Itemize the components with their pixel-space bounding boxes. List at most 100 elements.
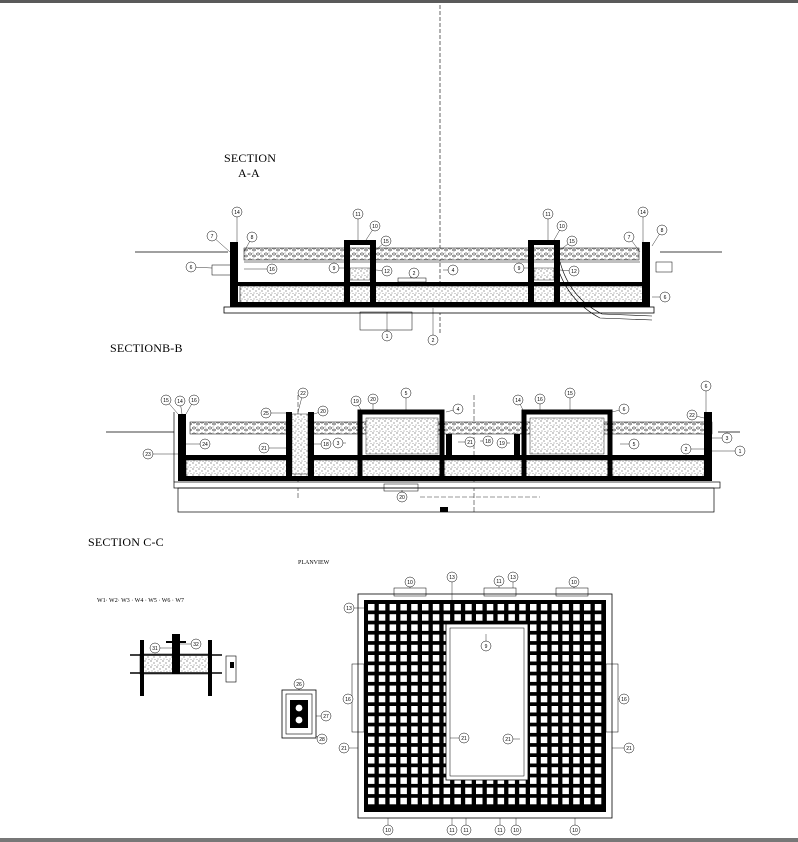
plan-grid-cell bbox=[411, 736, 418, 744]
plan-grid-cell bbox=[422, 624, 429, 631]
plan-grid-cell bbox=[573, 604, 580, 611]
plan-grid-cell bbox=[389, 604, 397, 611]
plan-grid-cell bbox=[497, 797, 505, 805]
plan-grid-cell bbox=[411, 685, 418, 693]
plan-grid-cell bbox=[476, 604, 483, 611]
plan-grid-cell bbox=[368, 726, 375, 733]
chamber-wall-2a bbox=[528, 240, 534, 304]
plan-grid-cell bbox=[368, 604, 375, 611]
plan-grid-cell bbox=[594, 797, 602, 805]
plan-grid-cell bbox=[422, 777, 429, 784]
plan-grid-cell bbox=[530, 746, 537, 754]
plan-grid-cell bbox=[530, 634, 537, 642]
plan-grid-cell bbox=[594, 604, 602, 611]
callout-bb-15: 21 bbox=[458, 436, 476, 448]
plan-grid-cell bbox=[411, 777, 418, 784]
plan-grid-cell bbox=[422, 685, 429, 693]
plan-grid-cell bbox=[551, 655, 559, 662]
plan-grid-cell bbox=[530, 757, 537, 764]
svg-text:14: 14 bbox=[515, 398, 521, 404]
plan-grid-cell bbox=[584, 726, 591, 733]
plan-grid-cell bbox=[422, 787, 429, 795]
callout-plan-5: 13 bbox=[343, 602, 364, 614]
plan-grid-cell bbox=[530, 777, 537, 784]
svg-text:1: 1 bbox=[739, 449, 742, 455]
plan-view-title: PLANVIEW bbox=[298, 560, 330, 566]
callout-aa-22: 2 bbox=[408, 267, 420, 279]
plan-grid-cell bbox=[389, 685, 397, 693]
callout-plan-0: 10 bbox=[404, 576, 416, 588]
callout-cc-2: 26 bbox=[293, 678, 305, 690]
svg-text:11: 11 bbox=[449, 828, 454, 834]
plan-grid-cell bbox=[594, 706, 602, 713]
plan-grid-cell bbox=[411, 797, 418, 805]
plan-grid-cell bbox=[400, 604, 407, 611]
callout-bb-12: 5 bbox=[400, 387, 412, 412]
plan-grid-cell bbox=[540, 767, 548, 774]
plan-grid-cell bbox=[411, 726, 418, 733]
svg-text:28: 28 bbox=[319, 737, 325, 743]
base-slab bbox=[230, 302, 650, 307]
plan-grid-cell bbox=[422, 634, 429, 642]
plan-grid-cell bbox=[368, 685, 375, 693]
plan-grid-cell bbox=[584, 604, 591, 611]
plan-grid-cell bbox=[562, 716, 569, 723]
callout-bb-9: 18 bbox=[314, 438, 332, 450]
svg-text:16: 16 bbox=[191, 398, 197, 404]
plan-grid-cell bbox=[519, 614, 526, 621]
callout-plan-14: 11 bbox=[446, 818, 458, 836]
valve-box-drawing bbox=[281, 689, 317, 739]
plan-grid-cell bbox=[411, 614, 418, 621]
section-aa-title-line1: SECTION bbox=[224, 151, 277, 165]
plan-grid-cell bbox=[400, 736, 407, 744]
plan-grid-cell bbox=[378, 777, 386, 784]
callout-bb-6: 22 bbox=[297, 387, 309, 413]
gravel-layer bbox=[243, 247, 640, 261]
plan-grid-cell bbox=[368, 757, 375, 764]
plan-grid-cell bbox=[411, 644, 418, 652]
callout-plan-17: 10 bbox=[510, 818, 522, 836]
plan-grid-cell bbox=[465, 777, 472, 784]
callout-aa-14: 15 bbox=[559, 235, 578, 251]
plan-grid-cell bbox=[551, 797, 559, 805]
plan-grid-cell bbox=[573, 655, 580, 662]
callout-bb-26: 3 bbox=[712, 432, 733, 444]
plan-grid-cell bbox=[540, 695, 548, 703]
plan-grid-cell bbox=[594, 736, 602, 744]
plan-grid-cell bbox=[378, 644, 386, 652]
plan-grid-cell bbox=[551, 716, 559, 723]
plan-grid-cell bbox=[551, 695, 559, 703]
plan-grid-cell bbox=[389, 665, 397, 672]
plan-grid-cell bbox=[411, 746, 418, 754]
plan-grid-cell bbox=[378, 797, 386, 805]
plan-grid-cell bbox=[551, 757, 559, 764]
plan-grid-cell bbox=[443, 604, 451, 611]
plan-grid-cell bbox=[594, 716, 602, 723]
callout-bb-7: 20 bbox=[313, 405, 329, 417]
plan-grid-cell bbox=[368, 634, 375, 642]
plan-grid-cell bbox=[573, 726, 580, 733]
svg-text:13: 13 bbox=[346, 606, 352, 612]
plan-grid-cell bbox=[530, 695, 537, 703]
plan-grid-cell bbox=[378, 726, 386, 733]
plan-grid-cell bbox=[540, 757, 548, 764]
plan-grid-cell bbox=[573, 675, 580, 682]
plan-grid-cell bbox=[465, 787, 472, 795]
window-top-bar bbox=[0, 0, 798, 3]
svg-text:15: 15 bbox=[569, 239, 575, 245]
plan-grid-cell bbox=[422, 746, 429, 754]
plan-grid-cell bbox=[562, 726, 569, 733]
section-aa-drawing bbox=[135, 240, 722, 331]
svg-text:20: 20 bbox=[370, 397, 376, 403]
plan-grid-cell bbox=[432, 685, 440, 693]
plan-grid-cell bbox=[540, 604, 548, 611]
svg-text:10: 10 bbox=[513, 828, 519, 834]
plan-grid-cell bbox=[432, 726, 440, 733]
plan-grid-cell bbox=[594, 767, 602, 774]
plan-grid-cell bbox=[432, 777, 440, 784]
plan-grid-cell bbox=[540, 787, 548, 795]
callout-aa-0: 14 bbox=[231, 206, 243, 242]
plan-grid-cell bbox=[368, 665, 375, 672]
plan-grid-cell bbox=[422, 695, 429, 703]
